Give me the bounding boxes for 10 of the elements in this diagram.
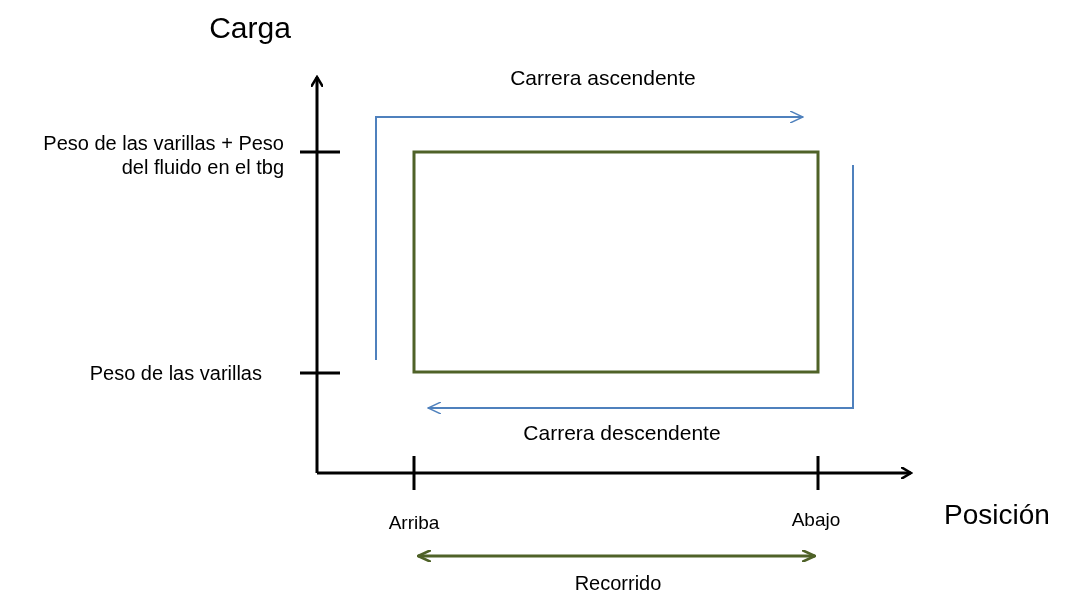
arrow-label: Carrera ascendente	[510, 65, 696, 91]
axis-title: Carga	[209, 9, 291, 46]
tick-label: Peso de las varillas + Peso del fluido en el tbg	[42, 130, 284, 180]
tick-label: Arriba	[388, 511, 440, 535]
tick-label: Abajo	[791, 508, 841, 532]
arrow-label: Carrera descendente	[523, 420, 721, 446]
load-cycle-rectangle	[412, 150, 820, 374]
dimension-label: Recorrido	[574, 570, 662, 595]
tick-label: Peso de las varillas	[89, 360, 262, 386]
axis-title: Posición	[944, 497, 1050, 532]
